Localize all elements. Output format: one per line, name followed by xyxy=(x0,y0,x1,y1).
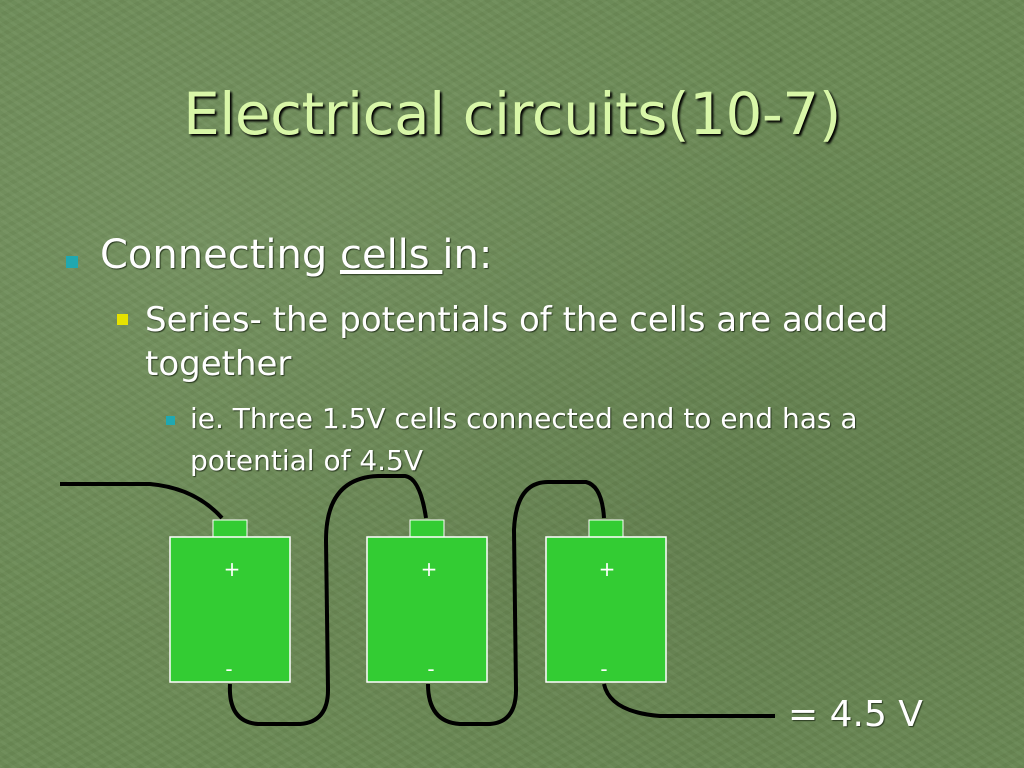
total-voltage-label: = 4.5 V xyxy=(788,694,923,735)
cell-positive-label: + xyxy=(421,557,438,581)
bullet-level-3: ie. Three 1.5V cells connected end to en… xyxy=(190,402,858,477)
cell-negative-label: - xyxy=(427,657,434,681)
cell-positive-label: + xyxy=(224,557,241,581)
bullet-square-icon xyxy=(117,314,128,325)
battery-cell xyxy=(169,536,291,683)
cell-positive-label: + xyxy=(599,557,616,581)
bullet-1-underlined: cells xyxy=(339,232,443,278)
battery-cell xyxy=(545,536,667,683)
wire-cell2-to-cell3 xyxy=(426,480,606,726)
bullet-level-2: Series- the potentials of the cells are … xyxy=(145,300,889,384)
wire-input xyxy=(60,482,224,520)
slide-title: Electrical circuits(10-7) xyxy=(183,80,841,148)
cell-terminal xyxy=(588,519,624,539)
cell-negative-label: - xyxy=(225,657,232,681)
cell-negative-label: - xyxy=(600,657,607,681)
bullet-square-icon xyxy=(66,256,78,268)
cell-terminal xyxy=(212,519,248,539)
bullet-1-prefix: Connecting xyxy=(100,232,340,278)
bullet-1-suffix: in: xyxy=(442,232,493,278)
bullet-level-1: Connecting cells in: xyxy=(100,232,492,278)
wire-output xyxy=(602,683,775,718)
bullet-square-icon xyxy=(166,416,175,425)
wire-cell1-to-cell2 xyxy=(227,474,428,726)
cell-terminal xyxy=(409,519,445,539)
battery-cell xyxy=(366,536,488,683)
